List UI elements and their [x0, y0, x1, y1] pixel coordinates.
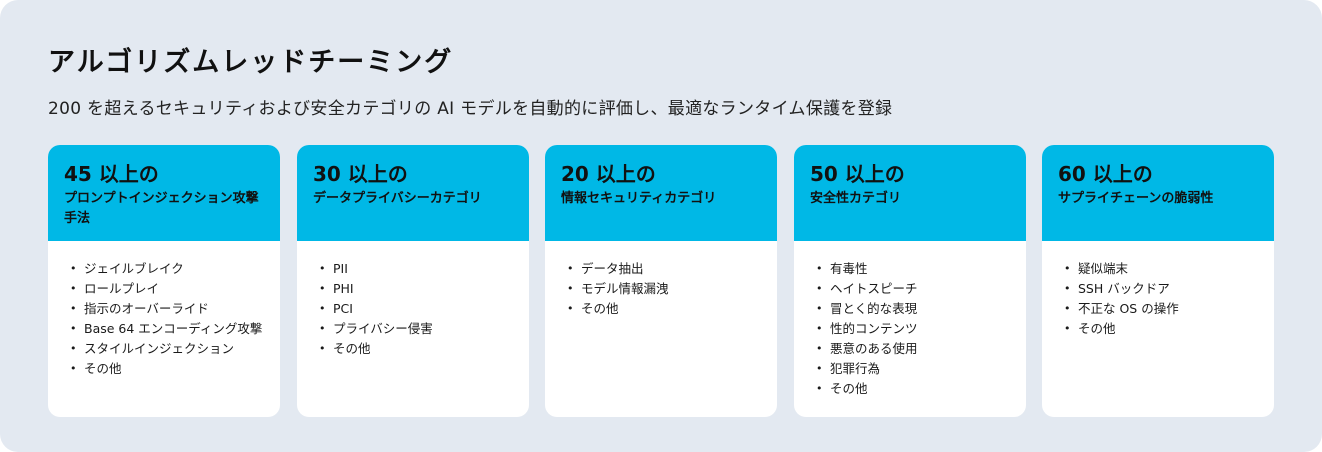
list-item: その他: [70, 359, 268, 379]
list-item: 犯罪行為: [816, 359, 1014, 379]
list-item: ジェイルブレイク: [70, 259, 268, 279]
card-label: データプライバシーカテゴリ: [313, 191, 482, 206]
list-item: 疑似端末: [1064, 259, 1262, 279]
list-item: 悪意のある使用: [816, 339, 1014, 359]
card-prompt-injection: 45 以上の プロンプトインジェクション攻撃手法 ジェイルブレイク ロールプレイ…: [48, 145, 280, 417]
list-item: 不正な OS の操作: [1064, 299, 1262, 319]
card-item-list: PII PHI PCI プライバシー侵害 その他: [297, 241, 529, 359]
card-label: サプライチェーンの脆弱性: [1058, 191, 1214, 206]
card-header: 20 以上の 情報セキュリティカテゴリ: [545, 145, 777, 241]
card-label: プロンプトインジェクション攻撃手法: [64, 191, 259, 226]
card-header: 30 以上の データプライバシーカテゴリ: [297, 145, 529, 241]
list-item: その他: [816, 379, 1014, 399]
list-item: ロールプレイ: [70, 279, 268, 299]
list-item: Base 64 エンコーディング攻撃: [70, 319, 268, 339]
card-item-list: ジェイルブレイク ロールプレイ 指示のオーバーライド Base 64 エンコーデ…: [48, 241, 280, 379]
card-data-privacy: 30 以上の データプライバシーカテゴリ PII PHI PCI プライバシー侵…: [297, 145, 529, 417]
card-supply-chain: 60 以上の サプライチェーンの脆弱性 疑似端末 SSH バックドア 不正な O…: [1042, 145, 1274, 417]
card-label: 情報セキュリティカテゴリ: [561, 191, 717, 206]
card-safety: 50 以上の 安全性カテゴリ 有毒性 ヘイトスピーチ 冒とく的な表現 性的コンテ…: [794, 145, 1026, 417]
card-information-security: 20 以上の 情報セキュリティカテゴリ データ抽出 モデル情報漏洩 その他: [545, 145, 777, 417]
list-item: プライバシー侵害: [319, 319, 517, 339]
card-count: 60 以上の: [1058, 162, 1153, 186]
card-item-list: データ抽出 モデル情報漏洩 その他: [545, 241, 777, 319]
list-item: 冒とく的な表現: [816, 299, 1014, 319]
page-title: アルゴリズムレッドチーミング: [48, 47, 454, 78]
list-item: PHI: [319, 279, 517, 299]
list-item: 指示のオーバーライド: [70, 299, 268, 319]
list-item: 有毒性: [816, 259, 1014, 279]
list-item: その他: [1064, 319, 1262, 339]
list-item: その他: [567, 299, 765, 319]
card-count: 20 以上の: [561, 162, 656, 186]
card-label: 安全性カテゴリ: [810, 191, 902, 206]
list-item: PCI: [319, 299, 517, 319]
list-item: その他: [319, 339, 517, 359]
list-item: PII: [319, 259, 517, 279]
card-count: 45 以上の: [64, 162, 159, 186]
card-item-list: 疑似端末 SSH バックドア 不正な OS の操作 その他: [1042, 241, 1274, 339]
card-count: 50 以上の: [810, 162, 905, 186]
list-item: モデル情報漏洩: [567, 279, 765, 299]
list-item: 性的コンテンツ: [816, 319, 1014, 339]
card-item-list: 有毒性 ヘイトスピーチ 冒とく的な表現 性的コンテンツ 悪意のある使用 犯罪行為…: [794, 241, 1026, 399]
list-item: スタイルインジェクション: [70, 339, 268, 359]
list-item: ヘイトスピーチ: [816, 279, 1014, 299]
card-header: 60 以上の サプライチェーンの脆弱性: [1042, 145, 1274, 241]
list-item: データ抽出: [567, 259, 765, 279]
list-item: SSH バックドア: [1064, 279, 1262, 299]
card-count: 30 以上の: [313, 162, 408, 186]
card-header: 45 以上の プロンプトインジェクション攻撃手法: [48, 145, 280, 241]
page-subtitle: 200 を超えるセキュリティおよび安全カテゴリの AI モデルを自動的に評価し、…: [48, 99, 893, 119]
card-header: 50 以上の 安全性カテゴリ: [794, 145, 1026, 241]
